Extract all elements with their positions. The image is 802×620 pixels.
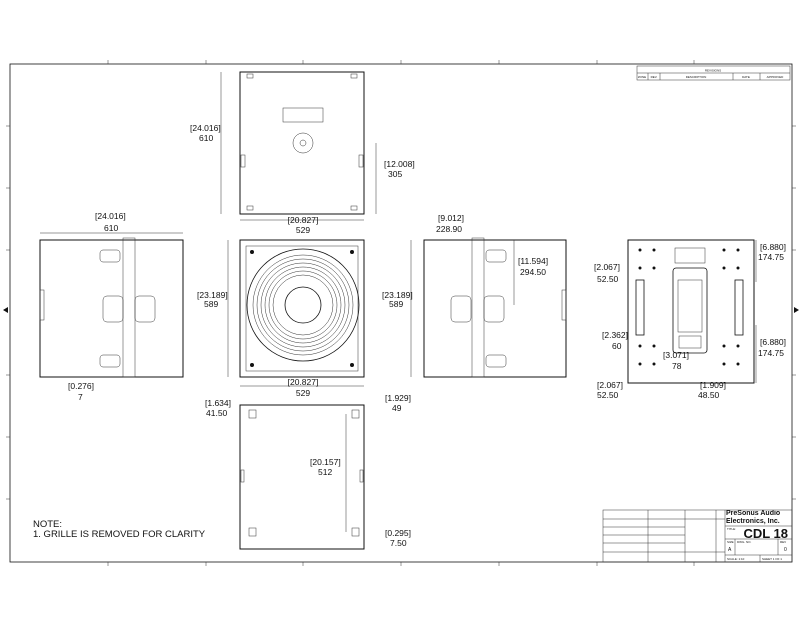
left-side-view <box>39 237 184 378</box>
dim-rside-height-mm: 589 <box>389 299 403 309</box>
revisions-table: REVISIONS ZONE REV. DESCRIPTION DATE APP… <box>636 65 791 81</box>
dim-rside-handle-in: [11.594] <box>518 256 548 266</box>
back-view <box>627 239 755 384</box>
dim-top-height-in: [24.016] <box>190 123 221 133</box>
dim-side-foot-in: [0.276] <box>68 381 94 391</box>
rev-value: 0 <box>784 547 787 553</box>
top-view <box>239 71 365 215</box>
dim-bottom-left-in: [1.634] <box>205 398 231 408</box>
center-mark-right <box>794 307 799 313</box>
dim-back-left2-mm: 60 <box>612 341 622 351</box>
dim-front-width-mm: 529 <box>296 388 310 398</box>
company-name: PreSonus Audio Electronics, Inc. <box>726 510 781 525</box>
dim-side-width-in: [24.016] <box>95 211 126 221</box>
dim-back-top-in: [6.880] <box>760 242 786 252</box>
dim-bottom-foot-in: [0.295] <box>385 528 411 538</box>
dim-back-right-in: [1.909] <box>700 380 726 390</box>
dim-side-foot-mm: 7 <box>78 392 83 402</box>
title-block <box>602 509 793 563</box>
dim-front-height-mm: 589 <box>204 299 218 309</box>
dim-bottom-right-in: [1.929] <box>385 393 411 403</box>
rev-col-date: DATE <box>742 75 750 79</box>
dim-rside-depth-mm: 228.90 <box>436 224 462 234</box>
size-value: A <box>728 547 732 553</box>
rev-col-zone: ZONE <box>638 75 646 79</box>
drawing-title: CDL 18 <box>743 526 788 541</box>
dim-bottom-right-mm: 49 <box>392 403 402 413</box>
dim-back-left2-in: [2.362] <box>602 330 628 340</box>
dim-front-height-in: [23.189] <box>197 290 228 300</box>
company-cell: PreSonus Audio Electronics, Inc. <box>726 510 781 525</box>
dim-rside-height-in: [23.189] <box>382 290 413 300</box>
dim-bottom-span-mm: 512 <box>318 467 332 477</box>
dim-rside-handle-mm: 294.50 <box>520 267 546 277</box>
zone-ticks <box>6 60 796 566</box>
rev-col-rev: REV. <box>651 75 658 79</box>
front-view <box>239 239 365 378</box>
dim-top-height-mm: 610 <box>199 133 213 143</box>
dim-side-width-mm: 610 <box>104 223 118 233</box>
dim-top-width-in: [20.827] <box>288 215 319 225</box>
center-mark-left <box>3 307 8 313</box>
dim-top-half-mm: 305 <box>388 169 402 179</box>
dim-back-mid-in: [3.071] <box>663 350 689 360</box>
dim-back-bottom-mm: 174.75 <box>758 348 784 358</box>
dim-rside-depth-in: [9.012] <box>438 213 464 223</box>
dim-front-width-in: [20.827] <box>288 377 319 387</box>
sheet-number: SHEET 1 OF 1 <box>762 557 782 561</box>
dim-bottom-foot-mm: 7.50 <box>390 538 407 548</box>
note-line: 1. GRILLE IS REMOVED FOR CLARITY <box>33 529 206 540</box>
rev-label: REV <box>780 540 786 544</box>
dim-top-half-in: [12.008] <box>384 159 415 169</box>
size-label: SIZE <box>727 540 734 544</box>
rev-col-approved: APPROVED <box>767 75 785 79</box>
bottom-view <box>239 404 365 550</box>
dim-back-left3-mm: 52.50 <box>597 390 619 400</box>
dim-bottom-span-in: [20.157] <box>310 457 341 467</box>
scale: SCALE: 1:10 <box>727 557 745 561</box>
right-side-view <box>423 237 567 378</box>
dim-back-top-mm: 174.75 <box>758 252 784 262</box>
rev-col-description: DESCRIPTION <box>686 75 707 79</box>
dim-back-right-mm: 48.50 <box>698 390 720 400</box>
revisions-title: REVISIONS <box>705 69 721 73</box>
note-title: NOTE: <box>33 519 62 530</box>
dim-back-left1-mm: 52.50 <box>597 274 619 284</box>
title-label: TITLE: <box>727 527 736 531</box>
dim-back-left1-in: [2.067] <box>594 262 620 272</box>
dim-back-bottom-in: [6.880] <box>760 337 786 347</box>
dim-bottom-left-mm: 41.50 <box>206 408 228 418</box>
dwg-no-label: DWG. NO. <box>737 540 751 544</box>
dim-top-width-mm: 529 <box>296 225 310 235</box>
dim-back-left3-in: [2.067] <box>597 380 623 390</box>
dim-back-mid-mm: 78 <box>672 361 682 371</box>
